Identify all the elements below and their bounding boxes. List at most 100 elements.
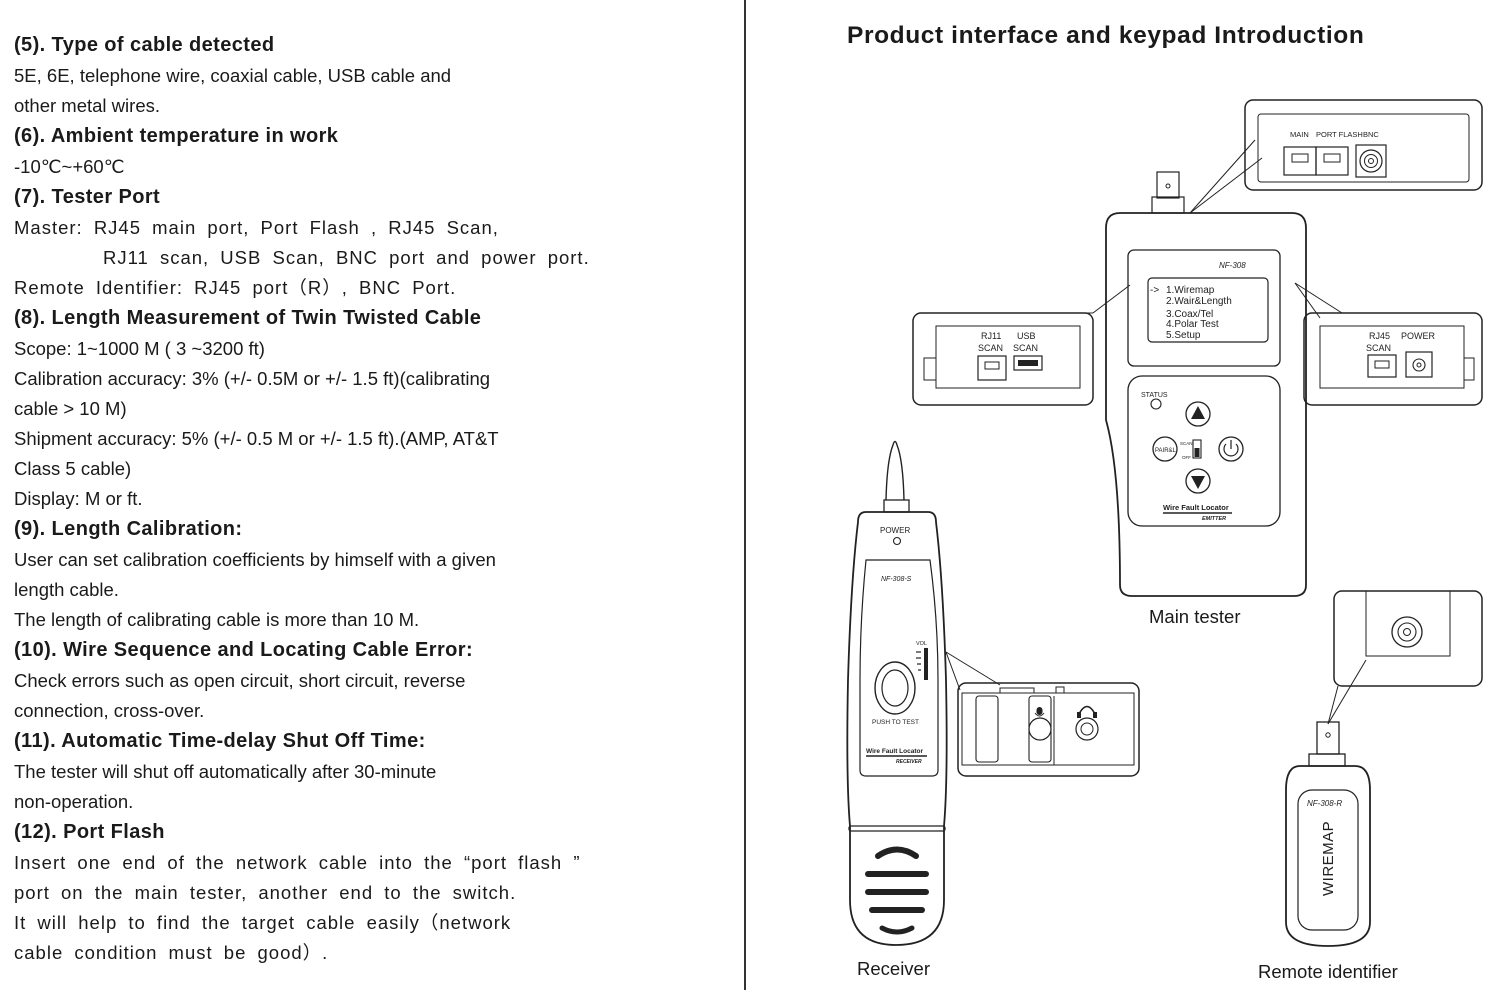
menu-item-4: 4.Polar Test xyxy=(1166,319,1219,330)
port-flash-icon xyxy=(1315,146,1349,176)
receiver-brand-label: Wire Fault Locator xyxy=(866,748,923,755)
rj11-port-icon xyxy=(977,355,1007,381)
remote-identifier: NF-308-R WIREMAP xyxy=(1285,721,1371,947)
up-arrow-icon xyxy=(1191,406,1205,419)
label-rj45: RJ45 xyxy=(1369,331,1390,341)
section-5-line-2: other metal wires. xyxy=(14,95,160,116)
caption-remote-identifier: Remote identifier xyxy=(1258,961,1398,982)
top-port-callout: MAIN PORT FLASH BNC xyxy=(1189,99,1483,214)
section-12-title: (12). Port Flash xyxy=(14,821,165,843)
rj45-scan-port-icon xyxy=(1367,354,1397,378)
label-scan-rj11: SCAN xyxy=(978,343,1003,353)
section-11-title: (11). Automatic Time-delay Shut Off Time… xyxy=(14,730,426,752)
section-12-line-1: Insert one end of the network cable into… xyxy=(14,852,581,873)
section-7-line-1: Master: RJ45 main port, Port Flash , RJ4… xyxy=(14,217,499,238)
power-port-icon xyxy=(1405,351,1433,378)
section-9-title: (9). Length Calibration: xyxy=(14,518,243,540)
right-port-callout: RJ45 POWER SCAN xyxy=(1294,282,1483,406)
page-divider xyxy=(744,0,746,990)
pair-length-button xyxy=(1152,436,1178,462)
section-11-line-2: non-operation. xyxy=(14,791,134,812)
pair-button-label: PAIR&L xyxy=(1155,448,1177,454)
section-11-line-1: The tester will shut off automatically a… xyxy=(14,761,437,782)
label-port-flash: PORT FLASH xyxy=(1316,130,1363,139)
remote-bnc-port-icon xyxy=(1391,616,1423,648)
section-5-line-1: 5E, 6E, telephone wire, coaxial cable, U… xyxy=(14,65,452,86)
lcd-screen xyxy=(1147,277,1269,343)
caption-main-tester: Main tester xyxy=(1149,606,1241,627)
menu-item-3: 3.Coax/Tel xyxy=(1166,309,1213,320)
section-8-title: (8). Length Measurement of Twin Twisted … xyxy=(14,307,482,329)
speaker-grill xyxy=(875,846,919,859)
section-9-line-1: User can set calibration coefficients by… xyxy=(14,549,496,570)
receiver-power-led xyxy=(892,536,902,546)
bnc-port-icon xyxy=(1359,149,1383,173)
label-scan-rj45: SCAN xyxy=(1366,343,1391,353)
section-12-line-2: port on the main tester, another end to … xyxy=(14,882,517,903)
main-port-icon xyxy=(1283,146,1317,176)
menu-arrow: -> xyxy=(1150,285,1159,296)
usb-port-icon xyxy=(1013,355,1043,371)
section-10-title: (10). Wire Sequence and Locating Cable E… xyxy=(14,639,474,661)
section-6-line-1: -10℃~+60℃ xyxy=(14,156,125,177)
section-5-title: (5). Type of cable detected xyxy=(14,34,275,56)
microphone-icon xyxy=(1036,707,1043,715)
section-8-line-6: Display: M or ft. xyxy=(14,488,143,509)
headphone-jack xyxy=(1075,717,1099,741)
emitter-label: EMITTER xyxy=(1202,516,1226,522)
up-button xyxy=(1185,401,1211,427)
menu-item-5: 5.Setup xyxy=(1166,330,1201,341)
page-title: Product interface and keypad Introductio… xyxy=(847,22,1365,49)
label-main: MAIN xyxy=(1290,130,1309,139)
section-7-line-3: Remote Identifier: RJ45 port（R）, BNC Por… xyxy=(14,277,457,298)
label-scan-usb: SCAN xyxy=(1013,343,1038,353)
section-10-line-2: connection, cross-over. xyxy=(14,700,205,721)
section-7-line-2: RJ11 scan, USB Scan, BNC port and power … xyxy=(103,247,590,268)
section-8-line-5: Class 5 cable) xyxy=(14,458,132,479)
remote-model-label: NF-308-R xyxy=(1307,799,1342,808)
power-button xyxy=(1218,436,1244,462)
section-12-line-4: cable condition must be good）. xyxy=(14,942,329,963)
power-icon xyxy=(1223,443,1239,457)
main-tester: NF-308 -> 1.Wiremap 2.Wair&Length 3.Coax… xyxy=(1105,171,1307,597)
section-8-line-2: Calibration accuracy: 3% (+/- 0.5M or +/… xyxy=(14,368,491,389)
receiver-probe: POWER NF-308-S VOL PUSH TO TEST Wire Fau… xyxy=(846,440,948,946)
section-6-title: (6). Ambient temperature in work xyxy=(14,125,339,147)
volume-slider xyxy=(924,648,928,680)
section-9-line-2: length cable. xyxy=(14,579,119,600)
off-label: OFF xyxy=(1182,455,1191,460)
receiver-role-label: RECEIVER xyxy=(896,759,922,765)
mic-jack xyxy=(1028,717,1052,741)
main-model-label: NF-308 xyxy=(1219,261,1246,270)
label-power: POWER xyxy=(1401,331,1436,341)
left-column: (5). Type of cable detected 5E, 6E, tele… xyxy=(14,30,714,968)
receiver-power-label: POWER xyxy=(880,526,910,535)
caption-receiver: Receiver xyxy=(857,958,930,979)
status-label: STATUS xyxy=(1141,392,1168,399)
section-8-line-4: Shipment accuracy: 5% (+/- 0.5 M or +/- … xyxy=(14,428,499,449)
menu-item-1: 1.Wiremap xyxy=(1166,285,1215,296)
section-7-title: (7). Tester Port xyxy=(14,186,161,208)
status-led xyxy=(1150,398,1162,410)
section-9-line-3: The length of calibrating cable is more … xyxy=(14,609,420,630)
left-port-callout: RJ11 USB SCAN SCAN xyxy=(912,284,1131,406)
section-10-line-1: Check errors such as open circuit, short… xyxy=(14,670,466,691)
down-arrow-icon xyxy=(1191,476,1205,489)
label-usb: USB xyxy=(1017,331,1036,341)
push-to-test-label: PUSH TO TEST xyxy=(872,719,919,726)
down-button xyxy=(1185,468,1211,494)
section-12-line-3: It will help to find the target cable ea… xyxy=(14,912,512,933)
remote-bnc-callout xyxy=(1327,590,1483,725)
label-rj11: RJ11 xyxy=(981,331,1001,341)
wiremap-label: WIREMAP xyxy=(1320,821,1337,896)
vol-label: VOL xyxy=(916,641,927,647)
receiver-model-label: NF-308-S xyxy=(881,576,912,583)
receiver-callout xyxy=(945,651,1140,777)
main-brand-label: Wire Fault Locator xyxy=(1163,503,1229,512)
scan-switch xyxy=(1192,439,1202,459)
section-8-line-1: Scope: 1~1000 M ( 3 ~3200 ft) xyxy=(14,338,265,359)
section-8-line-3: cable > 10 M) xyxy=(14,398,127,419)
headphone-icon xyxy=(1078,705,1096,715)
push-to-test-button xyxy=(874,661,916,715)
